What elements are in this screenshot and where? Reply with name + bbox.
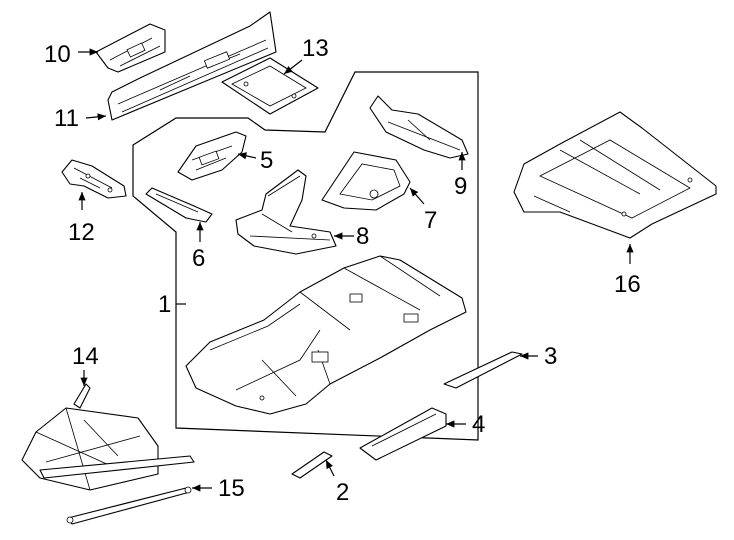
callout-15: 15 <box>218 475 245 502</box>
part-16-rear-floor <box>513 111 717 239</box>
callout-2: 2 <box>336 479 349 506</box>
callout-4: 4 <box>472 411 485 438</box>
callout-9: 9 <box>454 173 467 200</box>
callout-7: 7 <box>424 207 437 234</box>
part-12-bracket <box>61 159 127 199</box>
callout-11: 11 <box>54 105 79 132</box>
part-4-plate <box>359 407 447 461</box>
callout-10: 10 <box>44 41 71 68</box>
callout-6: 6 <box>192 245 205 272</box>
floor-pan <box>185 255 467 415</box>
part-3-strip <box>443 351 523 389</box>
part-7-panel <box>321 151 411 211</box>
callout-5: 5 <box>260 147 273 174</box>
leader-lines <box>78 48 634 492</box>
part-15-rod <box>66 486 192 525</box>
part-5-bracket <box>177 131 247 181</box>
callout-13: 13 <box>302 35 329 62</box>
part-6-strip <box>145 187 213 223</box>
part-8-member <box>235 169 337 255</box>
part-13-plate <box>221 57 319 115</box>
part-14-frame <box>21 383 195 491</box>
floor-assembly-outline <box>132 71 479 441</box>
callout-16: 16 <box>614 271 641 298</box>
callout-8: 8 <box>356 223 369 250</box>
callout-12: 12 <box>68 219 95 246</box>
part-10-bracket <box>95 23 166 73</box>
callout-14: 14 <box>72 343 99 370</box>
part-11-rail <box>107 11 277 121</box>
part-2-bracket <box>291 451 333 479</box>
part-9-panel <box>369 95 469 159</box>
callout-1: 1 <box>158 291 171 318</box>
callout-3: 3 <box>544 343 557 370</box>
callout-labels: 1 2 3 4 5 6 7 8 9 10 11 12 13 14 15 16 <box>44 35 641 506</box>
